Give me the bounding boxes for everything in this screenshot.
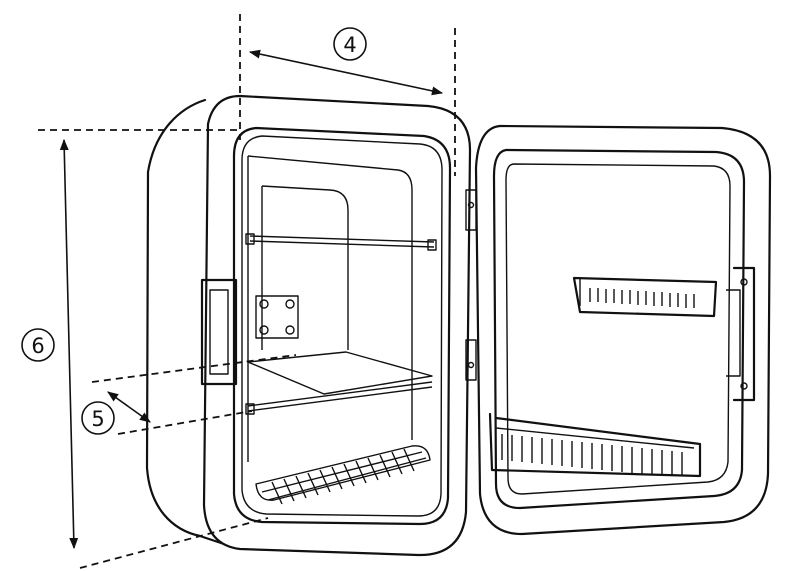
side-handle [200, 278, 238, 386]
door-lower-bin [488, 412, 702, 478]
width-callout-label: 4 [343, 33, 356, 57]
door-handle [726, 266, 756, 402]
dimension-height: 6 [21, 129, 269, 569]
lower-shelf [245, 351, 433, 415]
height-callout-label: 6 [31, 334, 44, 358]
door-upper-bin [572, 276, 718, 318]
drip-tray-grille [255, 445, 431, 505]
shelf-gap-callout-label: 5 [91, 407, 104, 431]
open-door [474, 124, 772, 536]
fridge-body [145, 94, 472, 557]
dimension-width: 4 [239, 14, 456, 176]
upper-shelf [245, 233, 437, 251]
mounting-plate [255, 295, 299, 339]
dimension-shelf-gap: 5 [81, 354, 297, 435]
